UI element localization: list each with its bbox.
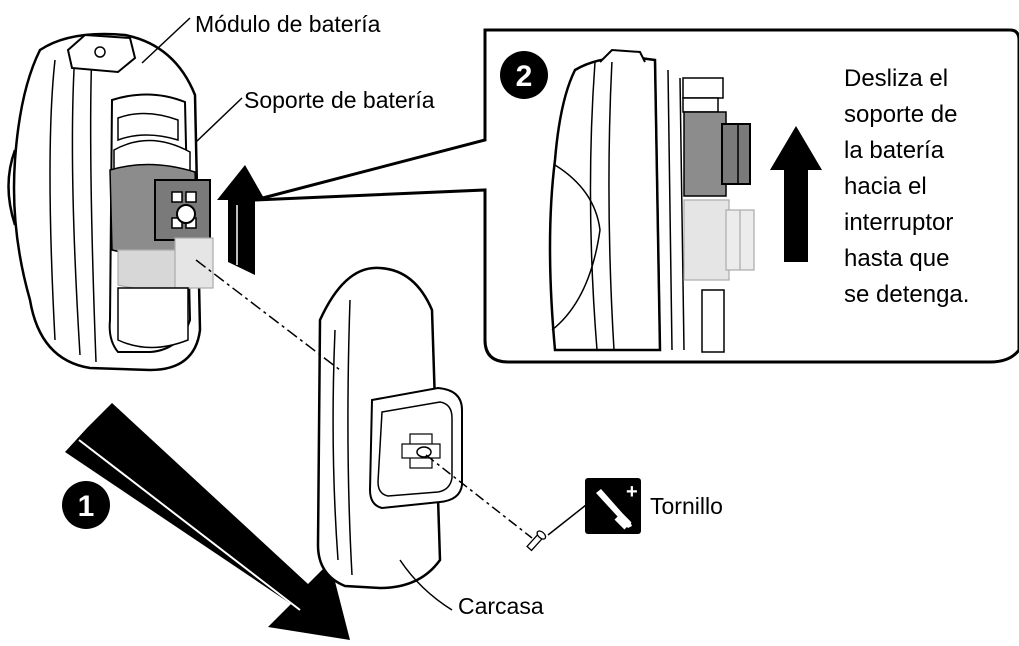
battery-holder [109,163,214,291]
slide-up-arrow-large [770,126,822,262]
housing-label: Carcasa [458,593,544,619]
svg-text:1: 1 [78,490,95,523]
detail-callout [254,28,1019,364]
remove-housing-arrow [65,403,350,640]
instruction-line: interruptor [844,209,953,236]
screw-icon [526,530,547,552]
svg-text:2: 2 [516,60,533,93]
battery-holder-label: Soporte de batería [244,87,435,113]
housing [316,266,463,590]
instruction-line: soporte de [844,101,957,128]
power-button [66,33,137,74]
slide-up-arrow-small [217,165,265,275]
instruction-line: Desliza el [844,65,948,92]
svg-text:+: + [626,481,638,503]
alignment-line [195,259,341,371]
instruction-line: hacia el [844,173,927,200]
step-2-badge: 2 [500,51,548,99]
screw-label: Tornillo [650,493,723,519]
instruction-line: hasta que [844,245,949,272]
instruction-line: se detenga. [844,281,969,308]
screw-axis-line [425,454,533,539]
screwdriver-plus-icon: + [585,478,641,534]
instruction-line: la batería [844,137,945,164]
step-1-badge: 1 [62,481,110,529]
battery-module-label: Módulo de batería [195,11,381,37]
power-icon [94,46,106,58]
battery-module [7,32,214,372]
instruction-text: Desliza el soporte de la batería hacia e… [844,65,969,308]
